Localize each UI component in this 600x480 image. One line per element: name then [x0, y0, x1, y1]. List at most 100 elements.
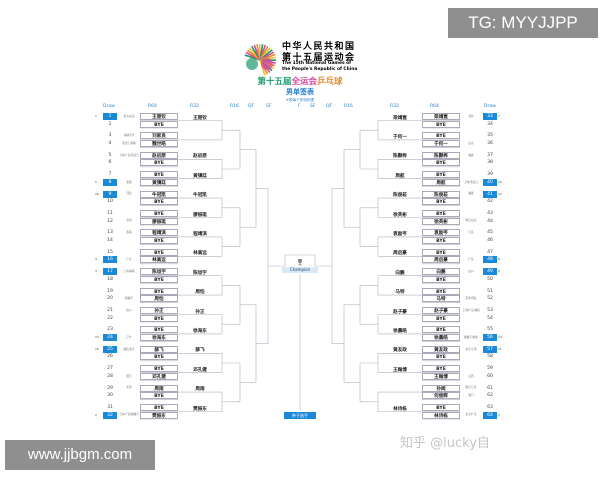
player-name-33[interactable]: 梁靖崑	[422, 113, 460, 120]
event-title-part2: 全运会	[291, 77, 317, 87]
logo-en1: The 15th National Games of	[282, 61, 352, 66]
player-name-26[interactable]: BYE	[140, 353, 178, 361]
player-name-23[interactable]: BYE	[140, 326, 178, 334]
draw-number: 19	[107, 288, 113, 294]
player-name-54[interactable]: BYE	[422, 314, 460, 322]
player-name-46[interactable]: BYE	[422, 236, 460, 244]
player-name-17[interactable]: 陈垣宇	[140, 268, 178, 276]
player-name-44[interactable]: 徐英彬	[422, 217, 460, 225]
player-name-19[interactable]: BYE	[140, 287, 178, 295]
r32-winner: 向鹏	[395, 270, 405, 276]
player-name-10[interactable]: BYE	[140, 198, 178, 206]
watermark-top-right: TG: MYYJJPP	[448, 8, 598, 38]
player-name-53[interactable]: 赵子豪	[422, 307, 460, 314]
draw-number: 8	[103, 178, 117, 186]
player-name-27[interactable]: BYE	[140, 365, 178, 373]
draw-number: 62	[487, 393, 493, 399]
player-name-21[interactable]: 孙正	[140, 307, 178, 314]
player-name-39[interactable]: BYE	[422, 171, 460, 179]
player-name-14[interactable]: BYE	[140, 236, 178, 244]
draw-number: 50	[487, 276, 493, 282]
r32-winner: 黄镇廷	[193, 173, 207, 179]
player-name-13[interactable]: 程靖淇	[140, 229, 178, 237]
player-name-60[interactable]: 王翰博	[422, 372, 460, 380]
club-label: 天津	[126, 386, 132, 390]
draw-number: 37	[487, 152, 493, 158]
player-name-22[interactable]: BYE	[140, 314, 178, 322]
player-name-56[interactable]: 徐晨皓	[422, 333, 460, 341]
club-label: 黑龙江/湖南	[122, 141, 136, 145]
player-name-51[interactable]: BYE	[422, 287, 460, 295]
player-name-8[interactable]: 黄镇廷	[140, 178, 178, 186]
player-name-52[interactable]: 马特	[422, 295, 460, 303]
player-name-42[interactable]: BYE	[422, 198, 460, 206]
player-name-37[interactable]: 陈颢桦	[422, 151, 460, 159]
draw-number: 16	[103, 256, 117, 264]
player-name-24[interactable]: 徐海东	[140, 333, 178, 341]
player-name-38[interactable]: BYE	[422, 159, 460, 167]
player-name-7[interactable]: BYE	[140, 171, 178, 179]
player-name-48[interactable]: 周启豪	[422, 256, 460, 264]
player-name-6[interactable]: BYE	[140, 159, 178, 167]
player-name-32[interactable]: 樊振东	[140, 411, 178, 419]
player-name-25[interactable]: 薛飞	[140, 345, 178, 353]
column-header-r16: R16	[344, 104, 353, 109]
logo-line2: 第十五届运动会	[282, 53, 356, 63]
player-name-1[interactable]: 王楚钦	[140, 113, 178, 120]
draw-number: 6	[108, 160, 112, 166]
games-logo-icon	[244, 43, 277, 76]
event-title: 第十五届全运会乒乓球	[0, 75, 600, 87]
r32-winner: 周恺	[195, 290, 205, 296]
player-name-63[interactable]: BYE	[422, 404, 460, 411]
player-name-29[interactable]: 周雨	[140, 384, 178, 392]
player-name-50[interactable]: BYE	[422, 275, 460, 283]
r32-winner: 林诗栋	[393, 406, 407, 412]
player-name-5[interactable]: 赵初原	[140, 151, 178, 159]
column-header-r64: R64	[430, 104, 439, 109]
draw-number: 51	[487, 288, 493, 294]
player-name-3[interactable]: 刘家良	[140, 132, 178, 140]
draw-number: 53	[487, 308, 493, 313]
player-name-41[interactable]: 陈俊菘	[422, 190, 460, 198]
r32-winner: 黄友政	[393, 348, 407, 354]
seed-number: 11	[498, 346, 502, 351]
player-name-57[interactable]: 黄友政	[422, 345, 460, 353]
player-name-11[interactable]: BYE	[140, 210, 178, 217]
player-name-43[interactable]: BYE	[422, 210, 460, 217]
watermark-bottom-left: www.jjbgm.com	[5, 440, 155, 470]
draw-number: 26	[107, 354, 113, 360]
r32-winner: 廖振珽	[193, 212, 207, 218]
player-name-15[interactable]: BYE	[140, 248, 178, 256]
club-label: 上海/广东/解放军	[119, 413, 139, 417]
player-name-16[interactable]: 林高远	[140, 256, 178, 264]
player-name-12[interactable]: 廖振珽	[140, 217, 178, 225]
player-name-4[interactable]: 魏世皓	[140, 139, 178, 147]
player-name-64[interactable]: 林诗栋	[422, 411, 460, 419]
player-name-47[interactable]: BYE	[422, 248, 460, 256]
player-name-18[interactable]: BYE	[140, 275, 178, 283]
player-name-31[interactable]: BYE	[140, 404, 178, 411]
player-name-9[interactable]: 牛冠凯	[140, 190, 178, 198]
r32-winner: 林高远	[193, 251, 207, 257]
club-label: 浙江/山东	[465, 219, 477, 223]
player-name-2[interactable]: BYE	[140, 120, 178, 128]
player-name-34[interactable]: BYE	[422, 120, 460, 128]
player-name-20[interactable]: 周恺	[140, 295, 178, 303]
player-name-45[interactable]: 袁励岑	[422, 229, 460, 237]
player-name-61[interactable]: 孙闻	[422, 384, 460, 392]
club-label: 广东	[126, 258, 132, 262]
player-name-36[interactable]: 于何一	[422, 139, 460, 147]
r32-winner: 孙正	[195, 309, 205, 315]
player-name-59[interactable]: BYE	[422, 365, 460, 373]
player-name-28[interactable]: 邓孔健	[140, 372, 178, 380]
player-name-30[interactable]: BYE	[140, 392, 178, 400]
seed-legend-button[interactable]: 种子选手	[284, 412, 316, 419]
player-name-58[interactable]: BYE	[422, 353, 460, 361]
player-name-35[interactable]: BYE	[422, 132, 460, 140]
draw-number: 60	[487, 373, 493, 379]
player-name-40[interactable]: 周航	[422, 178, 460, 186]
player-name-49[interactable]: 向鹏	[422, 268, 460, 276]
player-name-62[interactable]: 何俊辉	[422, 392, 460, 400]
player-name-55[interactable]: BYE	[422, 326, 460, 334]
